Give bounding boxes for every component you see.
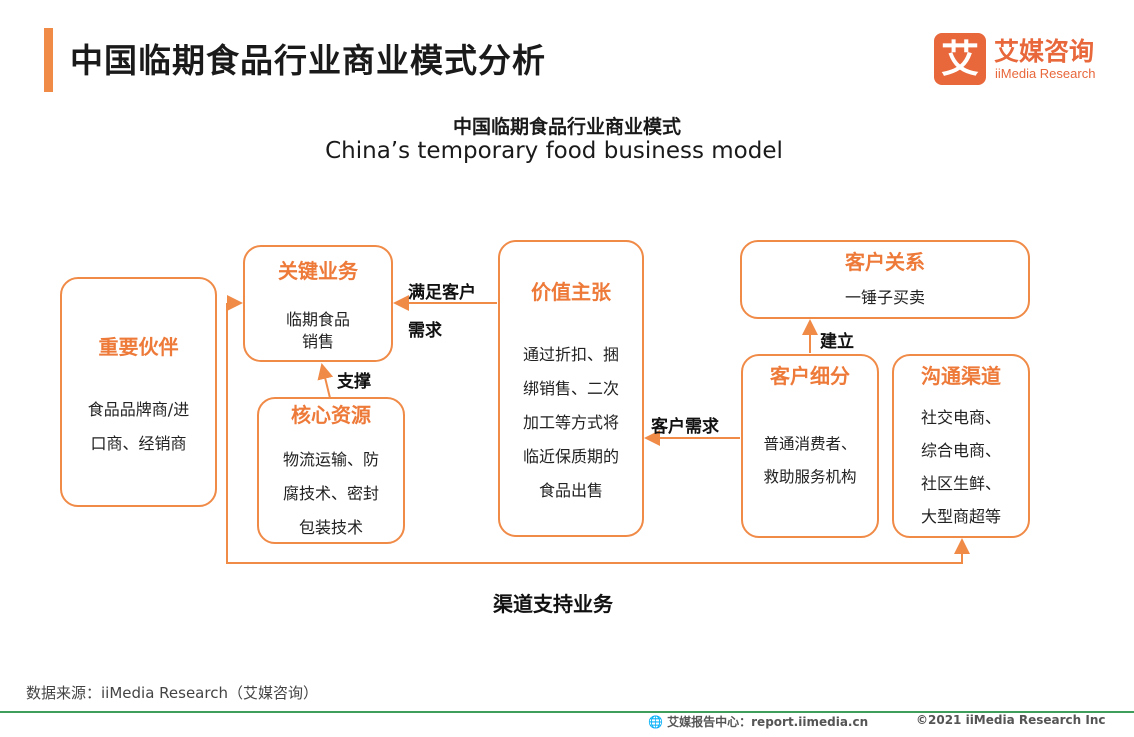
diagram-title-en: China’s temporary food business model [325,138,783,164]
footer-copyright: ©2021 iiMedia Research Inc [916,713,1106,727]
node-key-resources: 核心资源 物流运输、防 腐技术、密封 包装技术 [257,397,405,544]
node-customer-segments-title: 客户细分 [770,364,850,388]
edge-label-customer-demand: 客户需求 [651,417,719,437]
page-title: 中国临期食品行业商业模式分析 [70,41,546,80]
node-text-line: 食品出售 [538,481,603,500]
arrow-resources-to-activities [317,363,334,399]
node-customer-segments-body: 普通消费者、 救助服务机构 [743,428,877,494]
node-customer-segments: 客户细分 普通消费者、 救助服务机构 [741,354,879,538]
node-text-line: 社交电商、 [920,408,1001,427]
title-accent-bar [44,28,53,92]
node-text-line: 销售 [301,332,334,351]
node-key-activities-body: 临期食品 销售 [245,309,391,353]
edge-label-channel-support: 渠道支持业务 [493,592,613,616]
node-text-line: 物流运输、防 [282,450,379,469]
node-text-line: 临近保质期的 [522,447,619,466]
node-customer-relations-body: 一锤子买卖 [742,286,1028,310]
node-channels-title: 沟通渠道 [921,364,1001,388]
node-text-line: 普通消费者、 [763,435,857,453]
brand-logo-mark: 艾 [934,33,986,85]
footer-report-center[interactable]: 🌐 艾媒报告中心：report.iimedia.cn [648,713,868,730]
node-text-line: 社区生鲜、 [920,474,1001,493]
edge-label-meet-demand: 满足客户 [408,283,476,303]
brand-logo-cn: 艾媒咨询 [994,37,1095,66]
node-channels-body: 社交电商、 综合电商、 社区生鲜、 大型商超等 [894,401,1028,533]
footer-divider [0,711,1134,713]
edge-label-demand: 需求 [408,321,442,341]
brand-logo-en: iiMedia Research [995,66,1096,81]
node-text-line: 临期食品 [285,310,350,329]
diagram-title-cn: 中国临期食品行业商业模式 [452,116,681,138]
globe-icon: 🌐 [648,715,663,729]
node-text-line: 救助服务机构 [763,468,857,486]
node-key-activities: 关键业务 临期食品 销售 [243,245,393,362]
node-key-activities-title: 关键业务 [278,259,358,283]
node-value-proposition-title: 价值主张 [531,280,611,304]
arrow-channel-loop [226,303,970,564]
node-text-line: 综合电商、 [920,441,1001,460]
node-value-proposition: 价值主张 通过折扣、捆 绑销售、二次 加工等方式将 临近保质期的 食品出售 [498,240,644,537]
node-key-resources-body: 物流运输、防 腐技术、密封 包装技术 [259,443,403,545]
node-text-line: 腐技术、密封 [282,484,379,503]
node-value-proposition-body: 通过折扣、捆 绑销售、二次 加工等方式将 临近保质期的 食品出售 [500,338,642,508]
node-customer-relations: 客户关系 一锤子买卖 [740,240,1030,319]
node-text-line: 通过折扣、捆 [522,345,619,364]
node-channels: 沟通渠道 社交电商、 综合电商、 社区生鲜、 大型商超等 [892,354,1030,538]
node-text-line: 加工等方式将 [522,413,619,432]
node-text-line: 一锤子买卖 [844,288,925,307]
footer-report-center-text: 艾媒报告中心：report.iimedia.cn [667,715,869,729]
node-key-partners-body: 食品品牌商/进 口商、经销商 [62,393,215,461]
node-key-partners-title: 重要伙伴 [98,335,179,359]
node-key-resources-title: 核心资源 [291,403,371,427]
node-text-line: 口商、经销商 [90,434,187,453]
edge-label-build: 建立 [820,332,854,352]
node-customer-relations-title: 客户关系 [845,250,925,274]
node-key-partners: 重要伙伴 食品品牌商/进 口商、经销商 [60,277,217,507]
node-text-line: 食品品牌商/进 [87,400,190,419]
node-text-line: 包装技术 [298,518,363,537]
footer-source: 数据来源：iiMedia Research（艾媒咨询） [26,684,318,702]
edge-label-support: 支撑 [337,372,371,392]
node-text-line: 大型商超等 [920,507,1001,526]
node-text-line: 绑销售、二次 [522,379,619,398]
